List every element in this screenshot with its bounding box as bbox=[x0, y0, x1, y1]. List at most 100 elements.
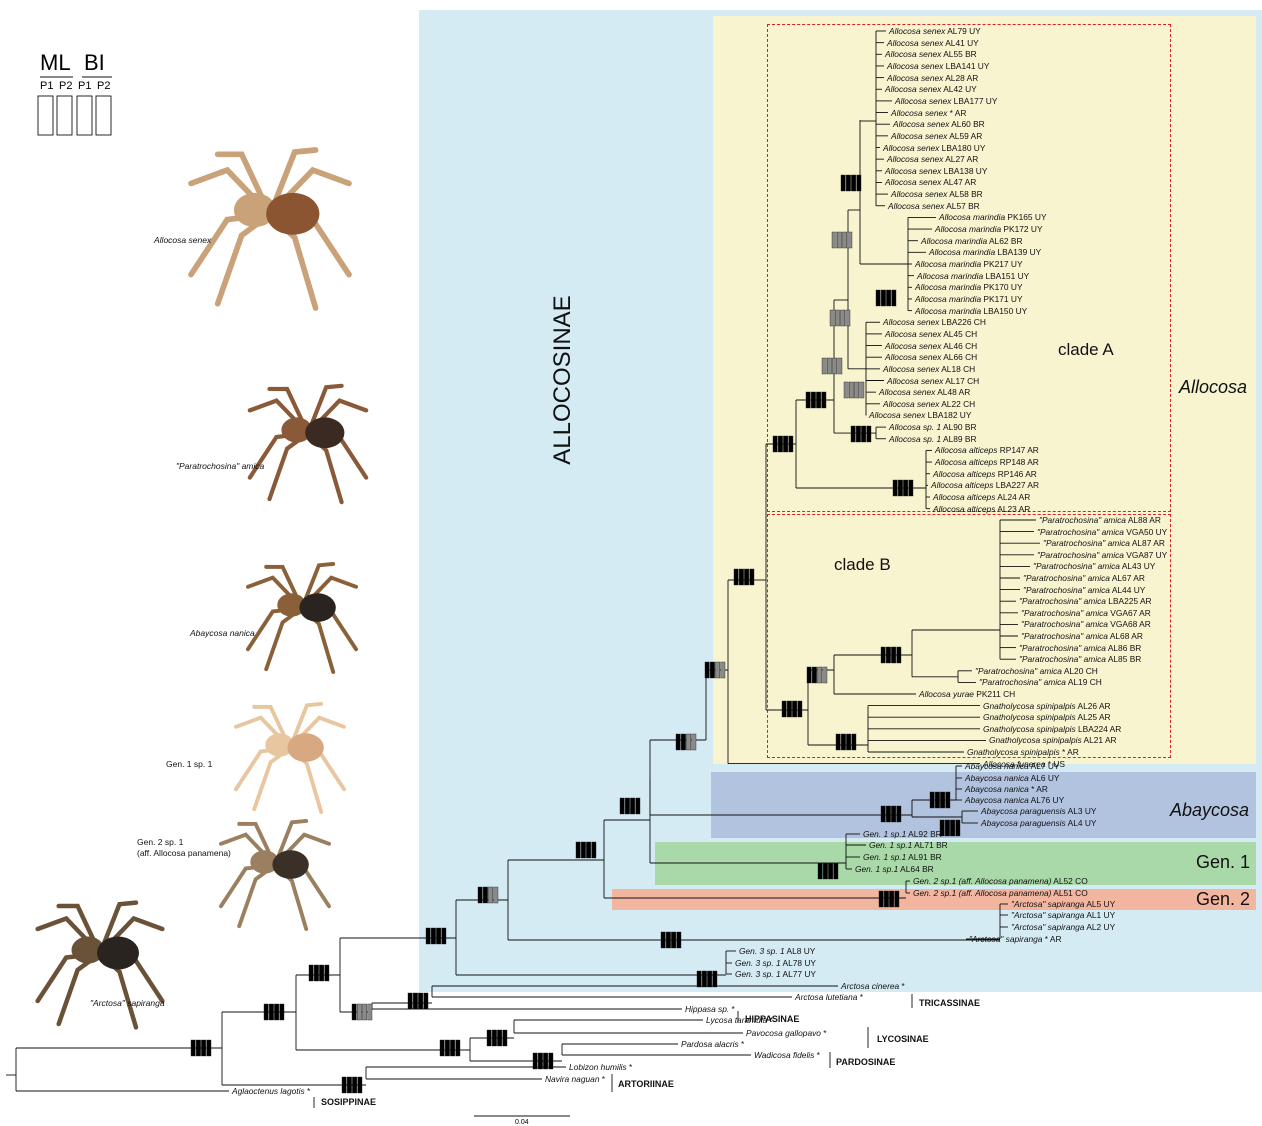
support-bar bbox=[841, 175, 845, 191]
tip-label: "Paratrochosina" amica AL87 AR bbox=[1043, 538, 1165, 548]
support-bar bbox=[436, 928, 440, 944]
photo-gen1-sp1 bbox=[236, 704, 344, 812]
tip-label: Allocosa senex AL45 CH bbox=[885, 329, 977, 339]
support-bar bbox=[620, 798, 624, 814]
tip-label: Allocosa senex LBA141 UY bbox=[887, 61, 989, 71]
support-bar bbox=[822, 358, 826, 374]
support-bar bbox=[357, 1004, 361, 1020]
photo-caption-allocosa-senex: Allocosa senex bbox=[154, 235, 211, 245]
tip-label: Gen. 1 sp.1 AL71 BR bbox=[869, 840, 948, 850]
photo-arctosa-sapiranga bbox=[38, 903, 163, 1028]
support-bar bbox=[413, 993, 417, 1009]
support-bar bbox=[856, 426, 860, 442]
tip-label: "Arctosa" sapiranga * AR bbox=[969, 934, 1062, 944]
photo-caption-gen2: Gen. 2 sp. 1 bbox=[137, 837, 183, 847]
support-bar bbox=[891, 806, 895, 822]
tip-label: Allocosa marindia LBA139 UY bbox=[929, 247, 1041, 257]
support-bar bbox=[851, 426, 855, 442]
support-bar bbox=[325, 965, 329, 981]
support-bar bbox=[886, 647, 890, 663]
support-bar bbox=[897, 806, 901, 822]
support-bar bbox=[930, 792, 934, 808]
support-bar bbox=[702, 971, 706, 987]
support-bar bbox=[362, 1004, 366, 1020]
support-bar bbox=[778, 436, 782, 452]
support-bar bbox=[630, 798, 634, 814]
support-bar bbox=[586, 842, 590, 858]
tip-label: "Arctosa" sapiranga AL1 UY bbox=[1011, 910, 1115, 920]
tip-label: Gnatholycosa spinipalpis * AR bbox=[967, 747, 1079, 757]
support-bar bbox=[828, 863, 832, 879]
tip-label: "Paratrochosina" amica AL86 BR bbox=[1019, 643, 1141, 653]
tip-label: Allocosa senex AL46 CH bbox=[885, 341, 977, 351]
tip-label: "Paratrochosina" amica AL44 UY bbox=[1023, 585, 1145, 595]
tip-label: Pardosa alacris * bbox=[681, 1039, 744, 1049]
legend-p2-bi: P2 bbox=[97, 80, 110, 92]
subfamily-lycosinae: LYCOSINAE bbox=[877, 1034, 929, 1044]
support-bar bbox=[832, 358, 836, 374]
tip-label: Allocosa senex LBA182 UY bbox=[869, 410, 971, 420]
support-bar bbox=[492, 1030, 496, 1046]
support-bar bbox=[676, 734, 680, 750]
support-bar bbox=[191, 1040, 195, 1056]
support-bar bbox=[830, 310, 834, 326]
support-bar bbox=[697, 971, 701, 987]
tip-label: Allocosa senex LBA177 UY bbox=[895, 96, 997, 106]
support-bar bbox=[812, 667, 816, 683]
tip-label: Allocosa senex AL27 AR bbox=[887, 154, 978, 164]
support-bar bbox=[842, 232, 846, 248]
support-bar bbox=[274, 1004, 278, 1020]
support-bar bbox=[892, 290, 896, 306]
support-bar bbox=[431, 928, 435, 944]
tip-label: Gen. 1 sp.1 AL91 BR bbox=[863, 852, 942, 862]
support-bar bbox=[860, 382, 864, 398]
support-bar bbox=[879, 891, 883, 907]
support-bar bbox=[721, 662, 725, 678]
support-bar bbox=[816, 392, 820, 408]
support-bar bbox=[886, 806, 890, 822]
tip-label: Allocosa senex AL60 BR bbox=[893, 119, 985, 129]
gen1-label: Gen. 1 bbox=[1196, 852, 1250, 873]
support-bar bbox=[625, 798, 629, 814]
support-bar bbox=[886, 290, 890, 306]
tip-label: Gnatholycosa spinipalpis AL21 AR bbox=[989, 735, 1117, 745]
support-bar bbox=[840, 310, 844, 326]
tip-label: Allocosa senex AL18 CH bbox=[883, 364, 975, 374]
support-bar bbox=[705, 662, 709, 678]
support-bar bbox=[884, 891, 888, 907]
support-bar bbox=[782, 701, 786, 717]
clade-a-label: clade A bbox=[1058, 340, 1114, 360]
legend-box bbox=[77, 96, 92, 135]
legend-box bbox=[57, 96, 72, 135]
support-bar bbox=[817, 667, 821, 683]
tip-label: Allocosa alticeps RP148 AR bbox=[935, 457, 1039, 467]
tip-label: Allocosa alticeps LBA227 AR bbox=[931, 480, 1039, 490]
clade-b-label: clade B bbox=[834, 555, 891, 575]
support-bar bbox=[857, 175, 861, 191]
tip-label: Gnatholycosa spinipalpis AL26 AR bbox=[983, 701, 1111, 711]
tip-label: Arctosa cinerea * bbox=[841, 981, 905, 991]
tip-label: Allocosa senex LBA180 UY bbox=[883, 143, 985, 153]
legend-p1-ml: P1 bbox=[40, 80, 53, 92]
support-bar bbox=[832, 232, 836, 248]
support-bar bbox=[846, 734, 850, 750]
photo-caption-gen1: Gen. 1 sp. 1 bbox=[166, 759, 212, 769]
support-bar bbox=[666, 932, 670, 948]
abaycosa-label: Abaycosa bbox=[1170, 800, 1249, 821]
support-bar bbox=[661, 932, 665, 948]
support-bar bbox=[494, 887, 498, 903]
support-bar bbox=[426, 928, 430, 944]
tip-label: "Paratrochosina" amica AL67 AR bbox=[1023, 573, 1145, 583]
support-bar bbox=[895, 891, 899, 907]
tip-label: Allocosa senex LBA138 UY bbox=[885, 166, 987, 176]
support-bar bbox=[314, 965, 318, 981]
support-bar bbox=[408, 993, 412, 1009]
tip-label: "Paratrochosina" amica AL43 UY bbox=[1033, 561, 1155, 571]
support-bar bbox=[889, 891, 893, 907]
support-bar bbox=[347, 1077, 351, 1093]
support-bar bbox=[792, 701, 796, 717]
support-bar bbox=[837, 232, 841, 248]
tip-label: Allocosa alticeps RP146 AR bbox=[933, 469, 1037, 479]
support-bar bbox=[903, 480, 907, 496]
tip-label: Allocosa marindia AL62 BR bbox=[921, 236, 1023, 246]
